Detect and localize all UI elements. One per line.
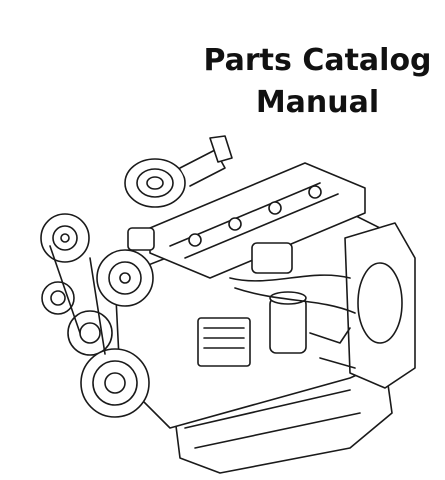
ecu-module xyxy=(197,317,251,367)
diesel-engine-line-drawing-icon xyxy=(40,135,416,474)
turbocharger xyxy=(124,135,233,208)
fuel-filter xyxy=(251,242,307,354)
title-line-parts-catalog: Parts Catalog xyxy=(203,43,432,78)
title-line-manual: Manual xyxy=(255,85,380,120)
document-title: Parts Catalog Manual xyxy=(190,40,445,124)
flywheel-housing xyxy=(344,222,416,389)
engine-illustration xyxy=(20,128,430,478)
front-pulleys xyxy=(40,213,154,418)
